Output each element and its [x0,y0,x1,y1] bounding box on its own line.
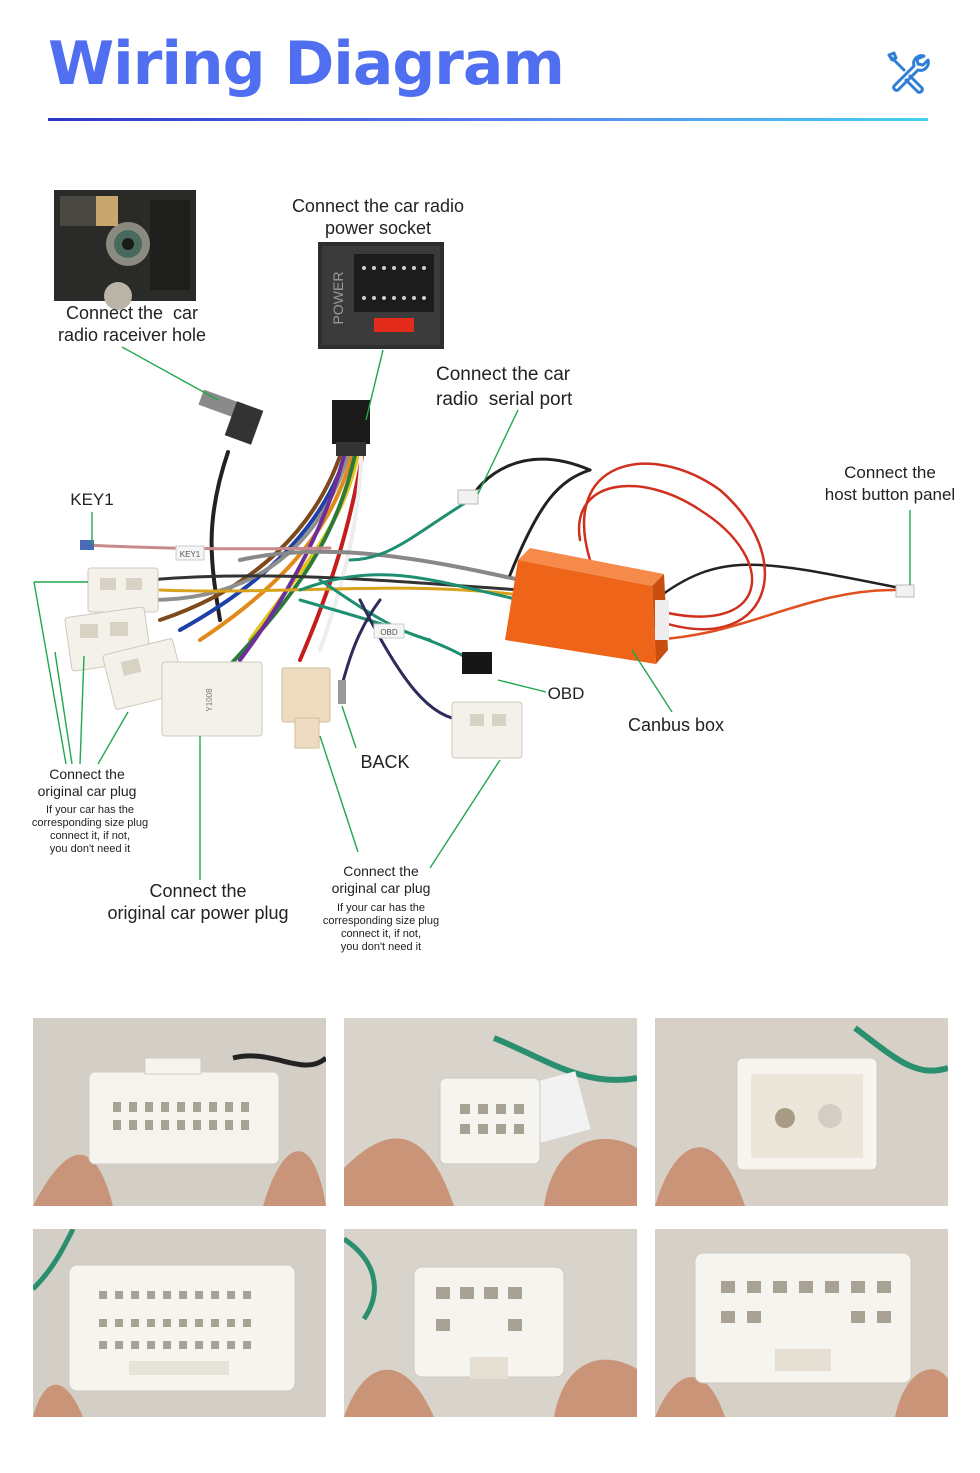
pointer-lines [33,346,911,880]
label-serial-port: Connect the car radio serial port [436,364,573,410]
page-title: Wiring Diagram [48,29,565,99]
serial-port-plug [457,489,479,505]
label-orig-plug-mid: Connect the original car plug [331,863,431,896]
label-power-plug: Connect the original car power plug [107,881,289,923]
photo-connector-power-plug [33,1229,326,1417]
label-back: BACK [360,752,410,772]
power-plug: Y1008 [161,661,263,737]
tag-key1: KEY1 [180,550,201,559]
button-panel-plug [895,584,915,598]
wiring-diagram: POWER [33,190,915,880]
orig-plug-left-1 [87,567,159,613]
label-key1: KEY1 [70,490,114,509]
photo-connector-large-plug [655,1229,948,1417]
label-receiver-hole: Connect the car radio raceiver hole [57,303,207,345]
photo-connector-20pin [33,1018,326,1206]
obd-plug [462,652,492,674]
plug-print: Y1008 [205,688,214,712]
antenna-plug [198,389,264,445]
tools-icon [884,48,932,96]
note-orig-plug-left: If your car has the corresponding size p… [31,804,149,855]
label-orig-plug-left: Connect the original car plug [37,766,137,799]
title-divider [48,118,928,121]
power-socket-photo: POWER [318,242,444,349]
harness-plug [332,400,370,456]
canbus-box [505,548,669,664]
orig-plug-right [451,701,523,759]
label-obd: OBD [547,684,585,703]
power-badge: POWER [330,272,346,325]
tag-obd: OBD [380,628,398,637]
label-power-socket: Connect the car radio power socket [291,196,465,238]
label-canbus-box: Canbus box [627,715,725,735]
key1-wire-end [80,540,94,550]
photo-connector-antenna [655,1018,948,1206]
label-button-panel: Connect the host button panel [824,463,956,504]
orig-plug-mid-cream [281,667,331,749]
back-wire-end [338,680,346,704]
photo-connector-small-plug [344,1229,637,1417]
note-orig-plug-mid: If your car has the corresponding size p… [322,902,440,953]
receiver-hole-photo [54,190,196,310]
photo-connector-obd [344,1018,637,1206]
